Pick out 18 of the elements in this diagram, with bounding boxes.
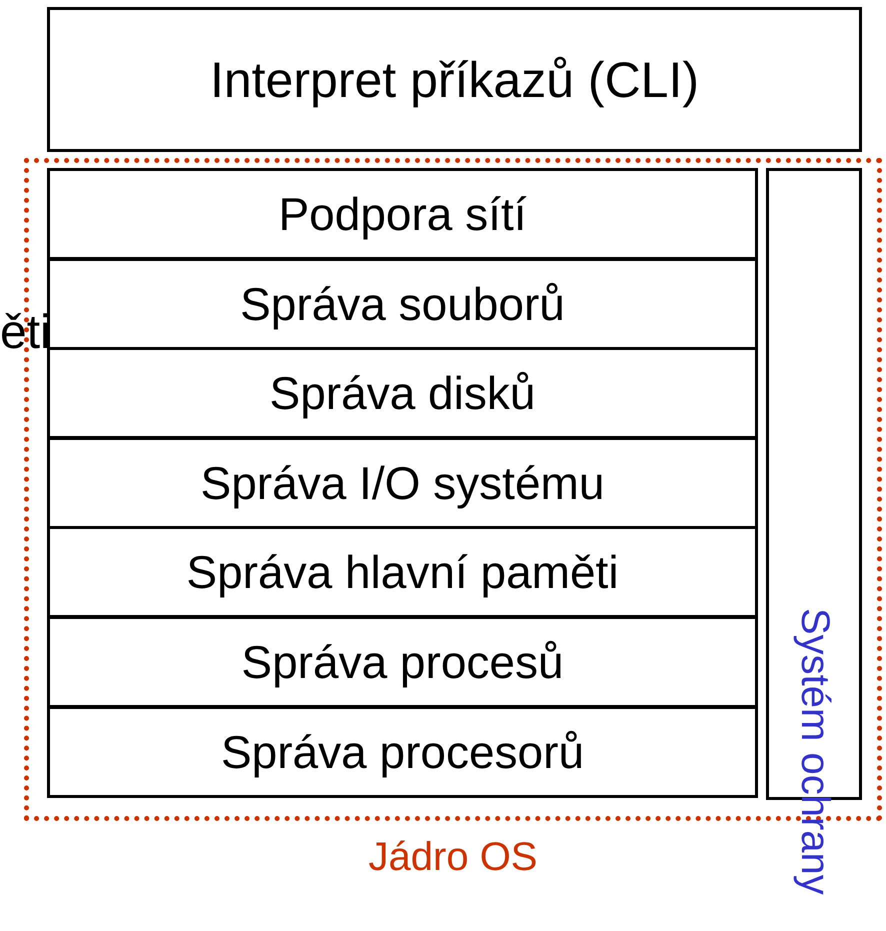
layer-box bbox=[47, 258, 758, 350]
layer-label: Správa souborů bbox=[240, 276, 565, 331]
layer-label: Správa disků bbox=[270, 366, 536, 420]
layer-label: Správa I/O systému bbox=[200, 456, 604, 510]
layer-box bbox=[47, 347, 758, 440]
layer-box bbox=[47, 436, 758, 529]
layer-box bbox=[47, 616, 758, 708]
layer-label: Podpora sítí bbox=[278, 187, 527, 241]
protection-label: Systém ochrany bbox=[793, 608, 837, 895]
layer-label: Správa procesů bbox=[241, 635, 564, 689]
layer-label: Správa procesorů bbox=[220, 724, 584, 779]
layer-label: Správa hlavní paměti bbox=[186, 545, 619, 600]
cropped-text: ěti bbox=[0, 305, 51, 360]
layer-box bbox=[47, 706, 758, 798]
layer-box bbox=[47, 526, 758, 618]
layer-box bbox=[47, 7, 862, 152]
layer-box bbox=[47, 168, 758, 260]
layer-label: Interpret příkazů (CLI) bbox=[210, 50, 700, 108]
